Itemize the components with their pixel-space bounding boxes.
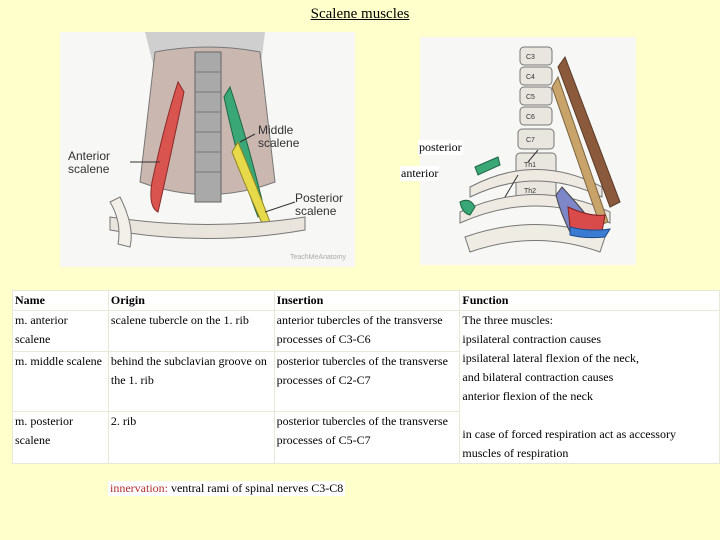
- row-insertion: posterior tubercles of the transverse pr…: [273, 350, 461, 412]
- innervation-note: innervation: ventral rami of spinal nerv…: [108, 481, 346, 496]
- scalene-table: Name Origin Insertion Function m. anteri…: [12, 290, 720, 465]
- row-origin: 2. rib: [107, 410, 275, 465]
- function-line: [462, 406, 717, 425]
- function-line: The three muscles:: [462, 313, 554, 327]
- posterior-annotation: posterior: [418, 140, 463, 155]
- function-line: and bilateral contraction causes: [462, 370, 614, 384]
- header-insertion: Insertion: [273, 290, 461, 311]
- anterior-scalene-label: Anterior scalene: [68, 149, 111, 176]
- vertebra-label: C3: [526, 54, 535, 61]
- table-row: m. posterior scalene 2. rib posterior tu…: [12, 410, 720, 465]
- function-line: muscles of respiration: [462, 446, 569, 460]
- function-cell: The three muscles: ipsilateral contracti…: [459, 310, 720, 464]
- vertebra-label: C4: [526, 74, 535, 81]
- function-line: ipsilateral contraction causes: [462, 332, 601, 346]
- table-row: m. middle scalene behind the subclavian …: [12, 350, 720, 412]
- row-origin: behind the subclavian groove on the 1. r…: [107, 350, 275, 412]
- header-origin: Origin: [107, 290, 275, 311]
- vertebra-label: Th1: [524, 162, 537, 169]
- watermark-label: TeachMeAnatomy: [290, 254, 347, 261]
- cervical-spine-drawing: [459, 46, 621, 253]
- row-insertion: posterior tubercles of the transverse pr…: [273, 410, 461, 465]
- row-origin: scalene tubercle on the 1. rib: [107, 310, 275, 352]
- table-row: m. anterior scalene scalene tubercle on …: [12, 310, 720, 464]
- table-header-row: Name Origin Insertion Function: [12, 290, 720, 311]
- scalene-anatomy-illustration: Anterior scalene Middle scalene Posterio…: [60, 32, 355, 267]
- vertebra-label: Th2: [524, 188, 537, 195]
- row-name: m. posterior scalene: [12, 410, 109, 465]
- header-name: Name: [12, 290, 109, 311]
- posterior-scalene-label: Posterior scalene: [295, 191, 344, 218]
- row-name: m. anterior scalene: [12, 310, 109, 352]
- function-line: anterior flexion of the neck: [462, 389, 593, 403]
- row-name: m. middle scalene: [12, 350, 109, 412]
- vertebra-label: C5: [526, 94, 535, 101]
- function-line: ipsilateral lateral flexion of the neck,: [462, 351, 639, 365]
- neck-muscles-drawing: [109, 32, 306, 248]
- function-line: in case of forced respiration act as acc…: [462, 427, 676, 441]
- innervation-text: ventral rami of spinal nerves C3-C8: [167, 481, 344, 495]
- vertebra-label: C7: [526, 137, 535, 144]
- middle-scalene-label: Middle scalene: [258, 123, 300, 150]
- header-function: Function: [459, 290, 720, 311]
- page-title: Scalene muscles: [310, 6, 410, 22]
- innervation-label: innervation:: [110, 481, 168, 495]
- anterior-annotation: anterior: [400, 166, 440, 181]
- row-insertion: anterior tubercles of the transverse pro…: [273, 310, 461, 352]
- vertebra-label: C6: [526, 114, 535, 121]
